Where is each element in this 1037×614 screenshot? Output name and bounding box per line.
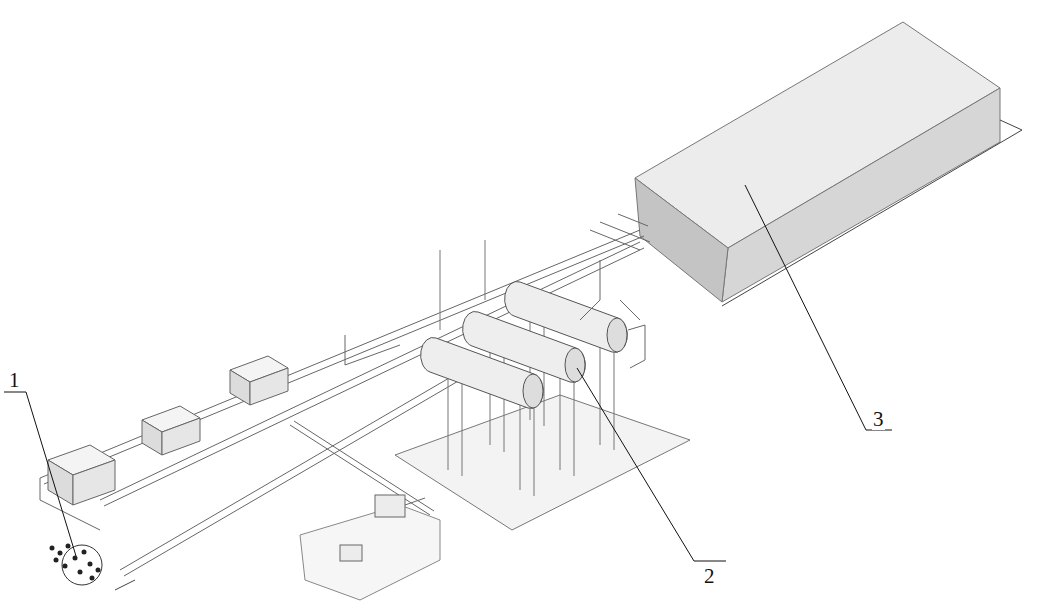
tank-platform bbox=[395, 395, 690, 530]
callout-number: 1 bbox=[8, 370, 21, 391]
pump-platform bbox=[300, 505, 440, 600]
callout-number: 3 bbox=[872, 409, 885, 430]
pump-unit bbox=[340, 495, 425, 561]
callout-number: 2 bbox=[703, 566, 716, 587]
tank bbox=[421, 281, 628, 408]
leader-line bbox=[4, 185, 892, 561]
small-unit bbox=[48, 356, 288, 505]
well-head bbox=[50, 544, 101, 581]
building-front bbox=[722, 88, 1000, 302]
ground-line bbox=[115, 580, 135, 590]
well-cluster-circle bbox=[62, 545, 102, 585]
building-side bbox=[635, 178, 728, 302]
tank-piping bbox=[580, 260, 645, 368]
ground-line bbox=[722, 130, 1022, 306]
ground-line bbox=[1000, 120, 1022, 130]
